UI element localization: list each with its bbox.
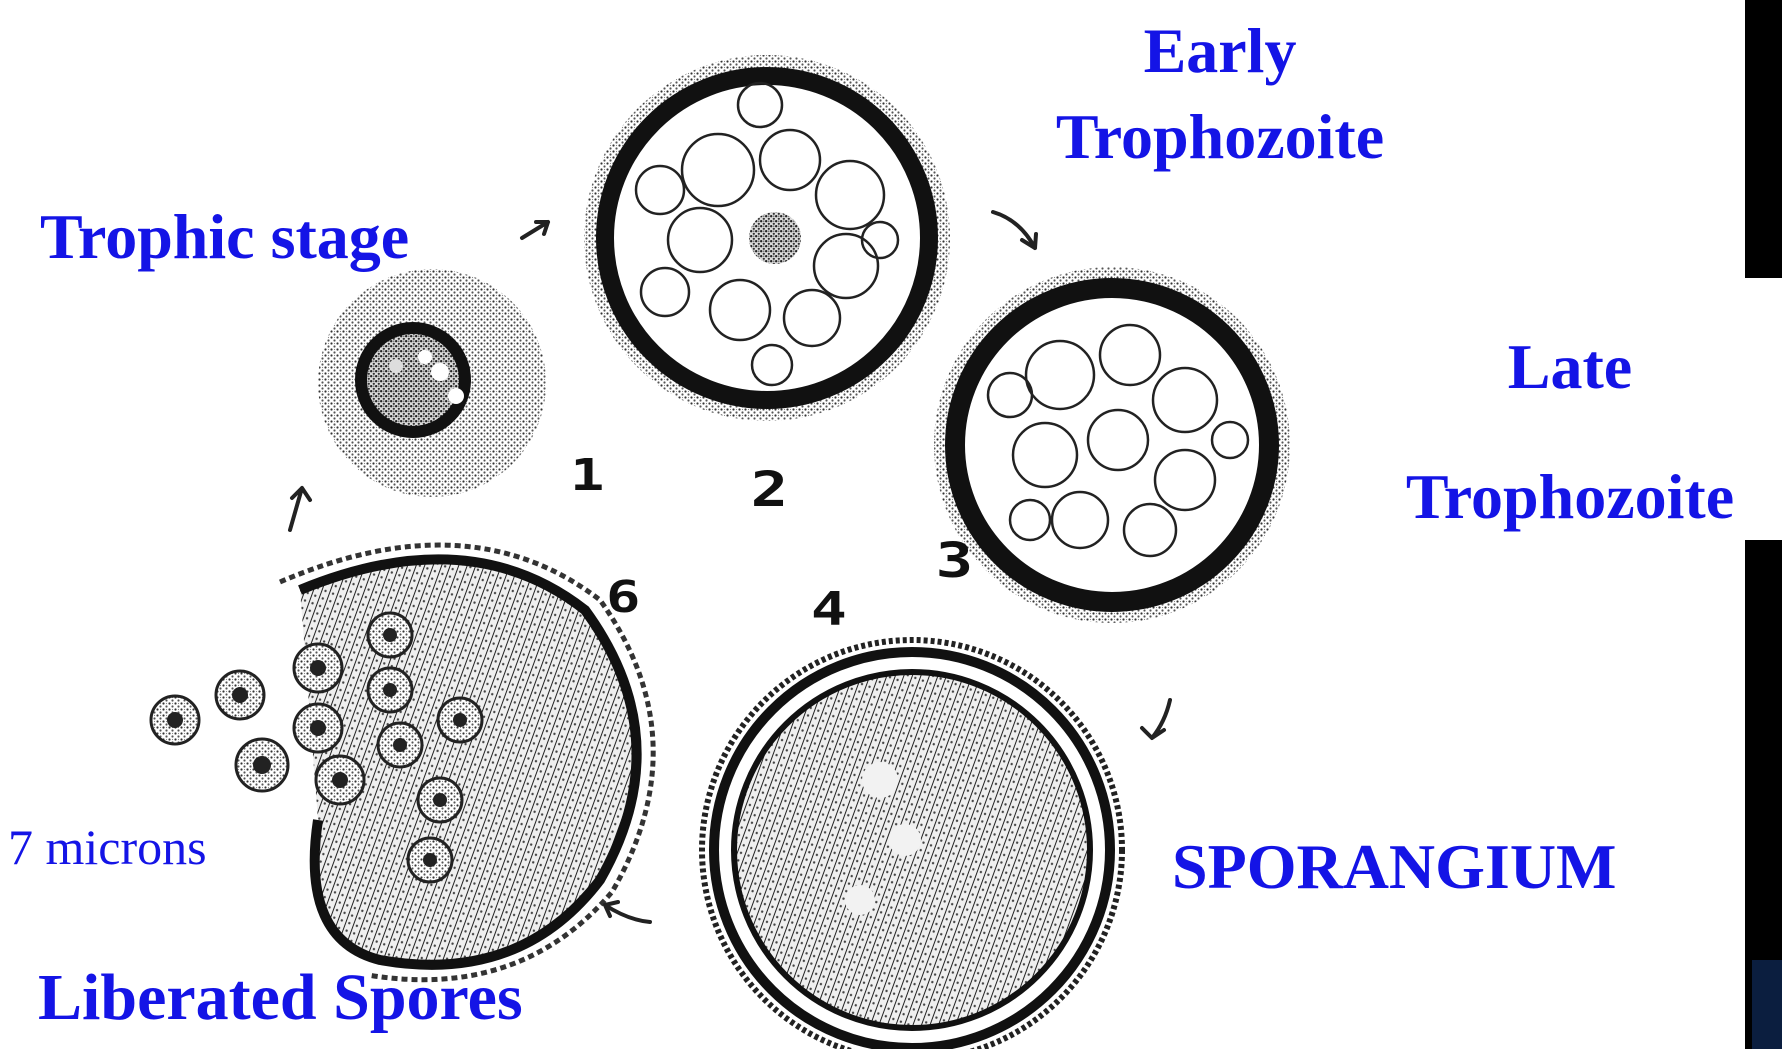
stage-number-6: 6 bbox=[606, 572, 640, 623]
label-early-line-1: Early bbox=[1020, 8, 1420, 94]
slide-edge-accent bbox=[1752, 960, 1782, 1049]
arrow-3-to-4 bbox=[1142, 700, 1170, 738]
stage-number-3: 3 bbox=[936, 533, 974, 589]
label-trophic-stage: Trophic stage bbox=[40, 205, 409, 269]
arrow-1-to-2 bbox=[522, 222, 548, 238]
label-late-line-1: Late bbox=[1375, 302, 1765, 432]
arrow-2-to-3 bbox=[993, 212, 1036, 248]
label-liberated-spores: Liberated Spores bbox=[38, 965, 523, 1031]
stage-number-2: 2 bbox=[751, 462, 789, 518]
stage-number-4: 4 bbox=[811, 582, 847, 636]
early-trophozoite-cell bbox=[584, 55, 950, 421]
label-late-trophozoite: Late Trophozoite bbox=[1375, 302, 1765, 562]
label-scale: 7 microns bbox=[8, 822, 207, 872]
liberated-spores-cell bbox=[151, 545, 653, 980]
slide-edge-bar-top bbox=[1745, 0, 1782, 278]
label-sporangium: SPORANGIUM bbox=[1172, 835, 1616, 899]
label-late-line-2: Trophozoite bbox=[1375, 432, 1765, 562]
label-early-line-2: Trophozoite bbox=[1020, 94, 1420, 180]
trophic-stage-cell bbox=[318, 269, 546, 497]
arrow-4-to-6 bbox=[605, 902, 650, 922]
late-trophozoite-cell bbox=[934, 267, 1290, 623]
stage-number-1: 1 bbox=[570, 450, 604, 501]
label-early-trophozoite: Early Trophozoite bbox=[1020, 8, 1420, 180]
arrow-6-to-1 bbox=[290, 488, 310, 530]
sporangium-cell bbox=[702, 640, 1122, 1049]
